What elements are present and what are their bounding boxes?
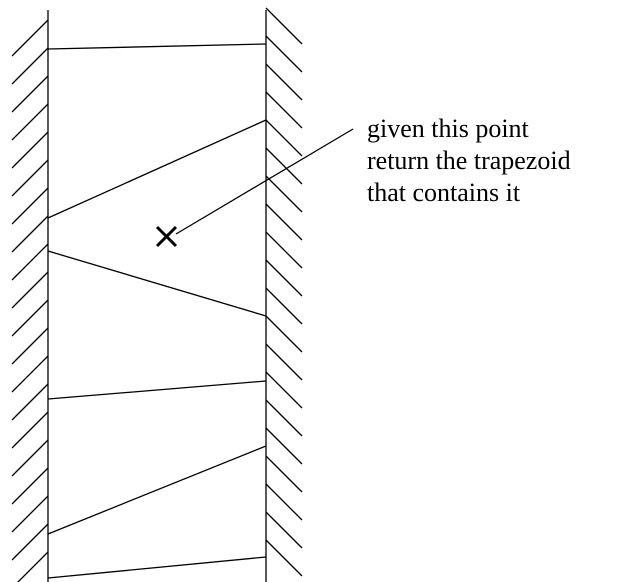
segment-4 [47,380,267,400]
left-hatch-stroke [11,383,49,421]
left-hatch-stroke [11,75,49,113]
left-hatch-stroke [11,215,49,253]
left-hatch-stroke [11,271,49,309]
left-hatch-stroke [11,355,49,393]
annotation-line-3: that contains it [367,178,521,207]
right-hatch-stroke [265,287,303,325]
right-hatch-stroke [265,91,303,129]
segments [47,43,267,579]
left-hatch-stroke [11,47,49,85]
annotation-line-1: given this point [367,114,529,143]
left-hatch-stroke [11,327,49,365]
right-hatch-stroke [265,483,303,521]
right-wall [265,7,303,582]
right-hatch-stroke [265,175,303,213]
segment-5 [47,445,267,535]
right-hatch-stroke [265,119,303,157]
right-hatch-stroke [265,259,303,297]
left-hatch-stroke [11,131,49,169]
x-mark-icon [155,225,178,248]
right-hatch-stroke [265,35,303,73]
left-hatch-stroke [11,439,49,477]
annotation-line-2: return the trapezoid [367,146,571,175]
leader-line [175,128,354,235]
segment-3 [47,250,267,317]
right-hatch-stroke [265,455,303,493]
left-wall-hatching [11,19,49,582]
right-wall-hatching [265,7,303,577]
left-hatch-stroke [17,551,49,582]
segment-2 [47,119,267,219]
annotation-text: given this point return the trapezoid th… [367,113,571,209]
right-hatch-stroke [265,343,303,381]
right-hatch-stroke [265,147,303,185]
right-hatch-stroke [265,7,303,45]
left-hatch-stroke [11,159,49,197]
right-hatch-stroke [265,203,303,241]
right-hatch-stroke [265,399,303,437]
right-hatch-stroke [265,427,303,465]
left-hatch-stroke [11,103,49,141]
segment-6 [47,556,267,579]
right-hatch-stroke [265,511,303,549]
left-hatch-stroke [11,187,49,225]
right-hatch-stroke [265,371,303,409]
left-hatch-stroke [11,495,49,533]
left-hatch-stroke [11,411,49,449]
right-hatch-stroke [265,539,303,577]
left-hatch-stroke [11,243,49,281]
left-wall [11,10,49,582]
left-hatch-stroke [11,467,49,505]
left-hatch-stroke [11,19,49,57]
left-hatch-stroke [11,523,49,561]
right-hatch-stroke [265,63,303,101]
segment-1 [47,43,267,50]
left-hatch-stroke [11,299,49,337]
right-hatch-stroke [265,231,303,269]
right-hatch-stroke [265,315,303,353]
